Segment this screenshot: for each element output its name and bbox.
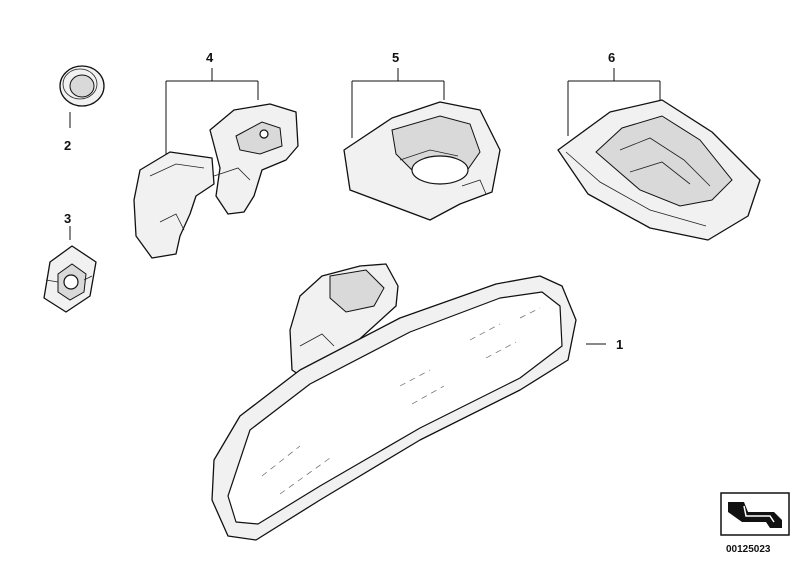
callout-4[interactable]: 4	[206, 50, 214, 65]
part-5-upper-cover[interactable]	[343, 101, 501, 221]
part-1-mirror[interactable]	[211, 263, 577, 541]
diagram-id: 00125023	[726, 544, 771, 555]
callout-2[interactable]: 2	[64, 138, 71, 153]
callout-6[interactable]: 6	[608, 50, 615, 65]
callout-3[interactable]: 3	[64, 211, 71, 226]
callout-1[interactable]: 1	[616, 337, 623, 352]
catalog-symbol-icon	[720, 492, 790, 536]
part-3-nut[interactable]	[43, 245, 97, 313]
part-6-lower-cover[interactable]	[557, 99, 761, 241]
part-2-grommet[interactable]	[59, 65, 105, 107]
callout-5[interactable]: 5	[392, 50, 399, 65]
part-4-mount-cover[interactable]	[133, 103, 299, 259]
